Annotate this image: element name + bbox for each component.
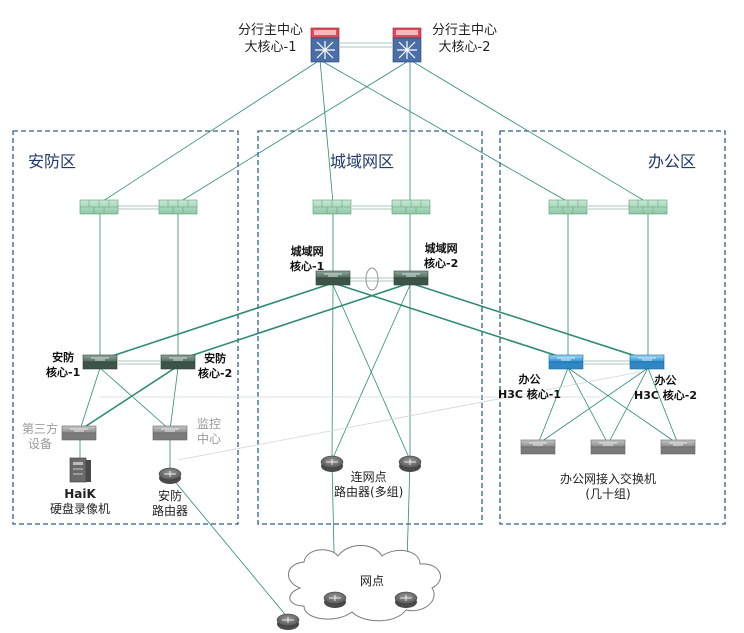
faint-links: [100, 371, 641, 461]
security-router-line2: 路由器: [152, 504, 189, 518]
monitor-center-line1: 监控: [197, 417, 222, 431]
metro-routers-line2: 路由器(多组): [334, 485, 404, 499]
branch-label: 网点: [360, 574, 385, 588]
thin-links: [79, 59, 679, 619]
switch-monitor-center: [152, 425, 188, 441]
link-aggregation-ring: [365, 267, 379, 291]
switch-security-core-1: [82, 354, 118, 370]
pair-links: [118, 42, 632, 365]
metro-routers-line1: 连网点: [350, 470, 387, 484]
core-left-label: 分行主中心 大核心-1: [238, 22, 303, 56]
metro-core1-line2: 核心-1: [290, 260, 325, 273]
office-core2-line1: 办公: [654, 374, 677, 387]
firewall-metro-2: [391, 199, 431, 215]
zone-office-border: [499, 130, 726, 525]
switch-office-core-1: [548, 354, 584, 370]
switch-third-party: [61, 425, 97, 441]
nvr-label: HaiK 硬盘录像机: [50, 487, 110, 517]
router-branch-2: [394, 591, 418, 608]
firewall-security-1: [79, 199, 119, 215]
zone-security-border: [12, 130, 239, 525]
firewall-security-2: [158, 199, 198, 215]
core-right-line2: 大核心-2: [438, 40, 491, 55]
metro-core2-line2: 核心-2: [424, 257, 459, 270]
switch-office-access-3: [660, 439, 696, 455]
routers-branch: [276, 591, 418, 630]
switch-metro-core-2: [393, 270, 429, 286]
metro-core2-line1: 城域网: [424, 242, 458, 255]
nvr-device: [69, 457, 91, 483]
firewall-office-1: [548, 199, 588, 215]
routers: [158, 455, 422, 484]
office-access-label: 办公网接入交换机 (几十组): [560, 472, 656, 502]
office-core2-label: 办公 H3C 核心-2: [634, 373, 697, 403]
router-metro-2: [398, 455, 422, 472]
office-core2-line2: H3C 核心-2: [634, 389, 697, 402]
core-left-line1: 分行主中心: [238, 23, 304, 38]
thick-links: [79, 282, 649, 431]
switches: [82, 270, 429, 370]
zone-title-metro: 城域网区: [330, 152, 395, 171]
switch-office-access-1: [520, 439, 556, 455]
firewall-metro-1: [312, 199, 352, 215]
security-core1-line1: 安防: [52, 351, 75, 364]
core-device-left: [310, 27, 340, 63]
security-core2-line1: 安防: [204, 352, 227, 365]
metro-core1-line1: 城域网: [290, 245, 324, 258]
nvr-line2: 硬盘录像机: [50, 502, 111, 516]
metro-core1-label: 城域网 核心-1: [290, 244, 324, 274]
firewall-office-2: [628, 199, 668, 215]
zone-title-office: 办公区: [648, 152, 697, 171]
security-router-line1: 安防: [158, 489, 183, 503]
security-core2-line2: 核心-2: [198, 367, 233, 380]
core-device-right: [392, 27, 422, 63]
nvr-line1: HaiK: [64, 487, 96, 501]
office-core-switches: [548, 354, 665, 370]
switch-office-core-2: [629, 354, 665, 370]
office-access-line1: 办公网接入交换机: [560, 472, 657, 486]
router-branch-3: [276, 613, 300, 630]
firewalls: [79, 199, 668, 215]
office-access-line2: (几十组): [585, 487, 631, 501]
metro-core2-label: 城域网 核心-2: [424, 241, 458, 271]
third-party-line2: 设备: [28, 437, 53, 451]
router-branch-1: [323, 591, 347, 608]
switch-metro-core-1: [315, 270, 351, 286]
switch-office-access-2: [590, 439, 626, 455]
third-party-label: 第三方 设备: [22, 422, 58, 452]
zone-metro-border: [257, 130, 483, 525]
metro-routers-label: 连网点 路由器(多组): [334, 470, 403, 500]
security-core1-line2: 核心-1: [46, 366, 81, 379]
core-left-line2: 大核心-1: [244, 40, 297, 55]
monitor-center-line2: 中心: [197, 432, 222, 446]
monitor-center-label: 监控 中心: [197, 417, 221, 447]
office-core1-line1: 办公: [518, 373, 541, 386]
zone-title-security: 安防区: [28, 152, 77, 171]
core-right-line1: 分行主中心: [432, 23, 498, 38]
core-right-label: 分行主中心 大核心-2: [432, 22, 497, 56]
security-core1-label: 安防 核心-1: [46, 350, 80, 380]
office-core1-line2: H3C 核心-1: [498, 388, 561, 401]
third-party-line1: 第三方: [22, 422, 59, 436]
gray-switches: [61, 425, 696, 455]
office-core1-label: 办公 H3C 核心-1: [498, 372, 561, 402]
router-security: [158, 467, 182, 484]
security-router-label: 安防 路由器: [152, 489, 188, 519]
router-metro-1: [320, 455, 344, 472]
security-core2-label: 安防 核心-2: [198, 351, 232, 381]
switch-security-core-2: [160, 354, 196, 370]
